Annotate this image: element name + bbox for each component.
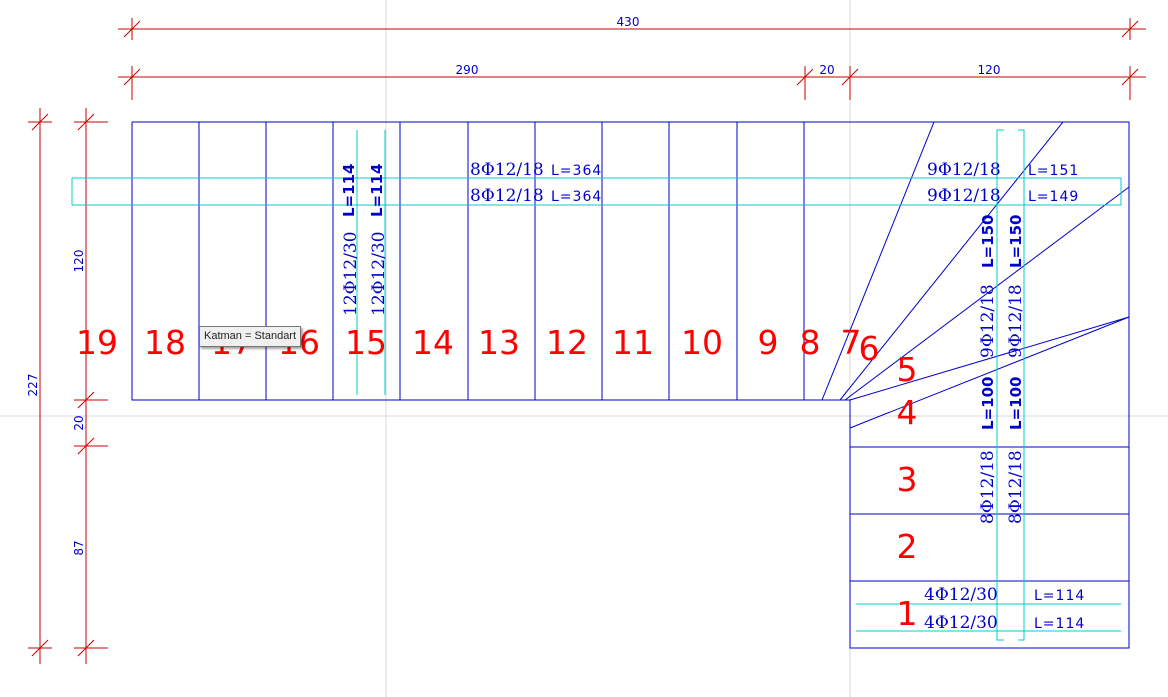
dim-left-total: 227 bbox=[26, 374, 40, 397]
rebar-label-vert-right-c: 9Φ12/18 bbox=[1006, 284, 1026, 358]
step-number: 10 bbox=[681, 323, 723, 362]
rebar-lines bbox=[71, 129, 1122, 641]
dim-top-left: 290 bbox=[456, 63, 479, 77]
rebar-label-vert-right-b: 8Φ12/18 bbox=[978, 450, 998, 524]
step-number: 3 bbox=[897, 460, 918, 499]
rebar-length-top-1: L=364 bbox=[551, 163, 602, 179]
rebar-label-vert-left-1: 12Φ12/30 bbox=[341, 231, 361, 316]
rebar-label-vert-right-a: 9Φ12/18 bbox=[978, 284, 998, 358]
step-number: 15 bbox=[345, 323, 387, 362]
dim-left-lower: 87 bbox=[72, 540, 86, 555]
rebar-length-vert-left-1: L=114 bbox=[340, 164, 358, 217]
step-number: 9 bbox=[758, 323, 779, 362]
step-number: 5 bbox=[897, 350, 918, 389]
rebar-length-bottom-1: L=114 bbox=[1034, 588, 1085, 604]
rebar-length-bottom-2: L=114 bbox=[1034, 616, 1085, 632]
rebar-label-top-1: 8Φ12/18 bbox=[470, 160, 544, 180]
step-number: 11 bbox=[612, 323, 654, 362]
layer-tooltip: Katman = Standart bbox=[199, 326, 302, 347]
rebar-length-topright-2: L=149 bbox=[1028, 189, 1079, 205]
rebar-length-topright-1: L=151 bbox=[1028, 163, 1079, 179]
rebar-length-top-2: L=364 bbox=[551, 189, 602, 205]
step-number: 6 bbox=[859, 329, 880, 368]
dim-left-mid: 20 bbox=[72, 415, 86, 430]
rebar-label-top-2: 8Φ12/18 bbox=[470, 186, 544, 206]
rebar-length-vert-right-a: L=150 bbox=[979, 215, 997, 268]
step-number: 8 bbox=[800, 323, 821, 362]
dimension-lines bbox=[28, 18, 1146, 664]
step-number: 14 bbox=[412, 323, 454, 362]
step-number: 1 bbox=[897, 594, 918, 633]
rebar-label-topright-1: 9Φ12/18 bbox=[927, 160, 1001, 180]
step-number: 2 bbox=[897, 527, 918, 566]
dim-top-right: 120 bbox=[978, 63, 1001, 77]
rebar-label-vert-left-2: 12Φ12/30 bbox=[369, 231, 389, 316]
dim-top-total: 430 bbox=[617, 15, 640, 29]
step-numbers: 1 2 3 4 5 6 7 8 9 10 11 12 13 14 15 16 1… bbox=[76, 323, 918, 633]
dim-top-mid: 20 bbox=[819, 63, 834, 77]
step-number: 19 bbox=[76, 323, 118, 362]
step-number: 4 bbox=[897, 393, 918, 432]
rebar-length-vert-left-2: L=114 bbox=[368, 164, 386, 217]
rebar-length-vert-right-d: L=100 bbox=[1007, 377, 1025, 430]
dim-left-upper: 120 bbox=[72, 250, 86, 273]
rebar-label-vert-right-d: 8Φ12/18 bbox=[1006, 450, 1026, 524]
rebar-label-bottom-1: 4Φ12/30 bbox=[924, 585, 998, 605]
stair-outline bbox=[131, 121, 1130, 649]
rebar-length-vert-right-b: L=100 bbox=[979, 377, 997, 430]
rebar-label-topright-2: 9Φ12/18 bbox=[927, 186, 1001, 206]
step-number: 13 bbox=[478, 323, 520, 362]
rebar-length-vert-right-c: L=150 bbox=[1007, 215, 1025, 268]
rebar-label-bottom-2: 4Φ12/30 bbox=[924, 613, 998, 633]
step-number: 7 bbox=[841, 323, 862, 362]
step-number: 12 bbox=[546, 323, 588, 362]
step-number: 18 bbox=[144, 323, 186, 362]
